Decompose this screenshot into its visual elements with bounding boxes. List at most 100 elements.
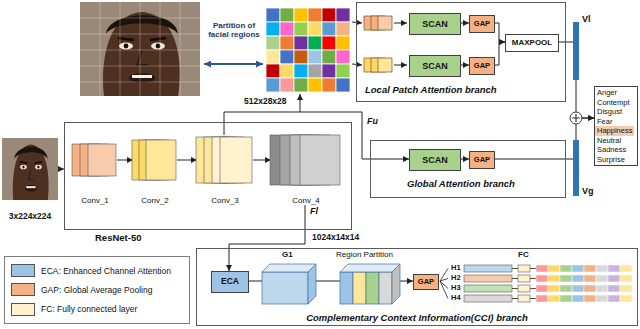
- legend-swatch: [11, 303, 35, 316]
- patch-grid: [308, 22, 322, 36]
- class-name: Sadness: [595, 145, 628, 155]
- block-name: GAP: [474, 20, 490, 29]
- feature-vector: [570, 22, 582, 196]
- patch-grid: [322, 22, 336, 36]
- flow-arrow: [253, 160, 271, 161]
- face-photo: [80, 2, 200, 96]
- input-photo: [2, 138, 58, 200]
- region-name: H1: [451, 264, 461, 272]
- patch-grid: [336, 36, 350, 50]
- patch-grid: [308, 64, 322, 78]
- region-features: [620, 295, 632, 302]
- patch-grid: [308, 8, 322, 22]
- patch-grid: [280, 64, 294, 78]
- flow-arrow: [495, 118, 594, 159]
- patch-grid: [280, 36, 294, 50]
- flow-arrow: [177, 160, 197, 161]
- class-list: AngerContemptDisgustFearHappinessNeutral…: [594, 86, 638, 166]
- block-name: ECA: [221, 277, 239, 287]
- stage-name: Conv_1: [81, 196, 109, 205]
- input-size: 3x224x224: [9, 212, 52, 222]
- patch-grid: [280, 22, 294, 36]
- patch-stack: [364, 16, 392, 72]
- flow-arrow: [461, 65, 469, 66]
- annotation: Partition of facial regions: [203, 22, 265, 40]
- region-features: [584, 285, 596, 292]
- patch-grid: [266, 36, 280, 50]
- branch-title: Complementary Context Information(CCI) b…: [197, 313, 637, 324]
- region-features: [548, 265, 560, 272]
- partition-arrow: [204, 63, 263, 65]
- class-name: Contempt: [595, 98, 632, 108]
- conv-stack: [300, 135, 340, 185]
- patch-grid: [308, 36, 322, 50]
- block-name: SCAN: [422, 19, 448, 29]
- grid-arrows: [300, 94, 301, 112]
- patch-grid: [308, 50, 322, 64]
- feature-cube: [262, 264, 400, 304]
- feature-cube: [379, 272, 392, 304]
- eca-block: ECA: [211, 271, 249, 293]
- region-features: [512, 269, 518, 299]
- input-image: 3x224x224: [2, 138, 58, 222]
- patch-grid: [336, 64, 350, 78]
- feature-cube: [353, 272, 366, 304]
- patch-grid: [336, 78, 350, 92]
- conv-stack: [72, 135, 340, 185]
- region-features: [536, 275, 548, 282]
- patch-grid: [322, 36, 336, 50]
- patch-grid: [266, 8, 350, 92]
- face-photo: [80, 2, 200, 96]
- region-features: [608, 265, 620, 272]
- patch-grid: [280, 50, 294, 64]
- patch-stack: [378, 58, 392, 72]
- block-name: GAP: [474, 156, 490, 165]
- region-features: [596, 285, 608, 292]
- branch-title: Global Attention branch: [407, 179, 515, 190]
- region-features: [572, 295, 584, 302]
- face-photo: [80, 2, 200, 96]
- patch-grid: [294, 78, 308, 92]
- edge-label: Fu: [366, 117, 379, 127]
- backbone-title: ResNet-50: [95, 233, 141, 244]
- class-name: Disgust: [595, 107, 624, 117]
- flow-arrow: [117, 160, 133, 161]
- region-features: [464, 295, 512, 302]
- patch-stack: [378, 16, 392, 30]
- face-photo: [80, 2, 200, 96]
- region-name: H2: [451, 274, 461, 282]
- region-features: [560, 275, 572, 282]
- feature-cube: [262, 264, 316, 272]
- conv-stage: Conv_1: [73, 135, 117, 205]
- feature-cube: [308, 264, 316, 304]
- region-features: [518, 285, 530, 292]
- block-name: GAP: [474, 62, 490, 71]
- conv-stack: [88, 144, 116, 176]
- branch-frame: Complementary Context Information(CCI) b…: [196, 248, 638, 326]
- patch-grid: [336, 50, 350, 64]
- region-features: [464, 285, 512, 292]
- patch-grid: [336, 22, 350, 36]
- patch-grid: [266, 50, 280, 64]
- region-features: [608, 295, 620, 302]
- region-features: [560, 265, 572, 272]
- region-name: H4: [451, 294, 461, 302]
- gap-block: GAP: [469, 57, 495, 75]
- region-features: [596, 265, 608, 272]
- flow-arrow: [495, 23, 505, 42]
- legend-row: GAP: Global Average Pooling: [11, 283, 183, 296]
- layer-name: FC: [518, 251, 529, 260]
- class-name: Surprise: [595, 155, 627, 165]
- region-features: [620, 265, 632, 272]
- branch-title: Local Patch Attention branch: [365, 85, 497, 96]
- feature-vector: [572, 114, 580, 122]
- patch-grid: [336, 8, 350, 22]
- vector-name: Vg: [582, 186, 594, 196]
- step-name: Region Partition: [336, 251, 393, 260]
- patch-grid: [294, 64, 308, 78]
- region-features: [572, 285, 584, 292]
- region-features: [608, 275, 620, 282]
- patch-grid: [280, 8, 294, 22]
- region-features: [560, 285, 572, 292]
- scan-block: SCAN: [409, 149, 461, 171]
